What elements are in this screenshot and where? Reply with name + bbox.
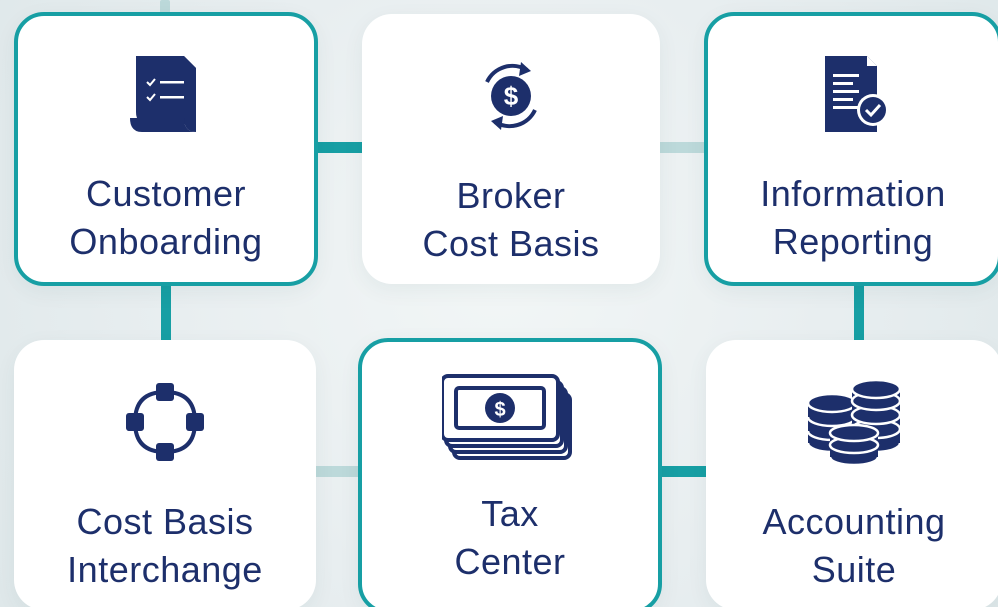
dollar-cycle-icon: $ — [469, 52, 553, 140]
tile-customer-onboarding[interactable]: Customer Onboarding — [14, 12, 318, 286]
tile-tax-center[interactable]: $ Tax Center — [358, 338, 662, 607]
tile-label: Tax Center — [454, 493, 566, 582]
tile-label: Customer Onboarding — [69, 173, 263, 262]
network-nodes-icon — [123, 378, 207, 466]
tile-accounting-suite[interactable]: Accounting Suite — [706, 340, 998, 607]
tile-broker-cost-basis[interactable]: $ Broker Cost Basis — [362, 14, 660, 284]
tile-label: Cost Basis Interchange — [67, 501, 263, 590]
tile-cost-basis-interchange[interactable]: Cost Basis Interchange — [14, 340, 316, 607]
connector-reporting-accounting — [854, 282, 864, 344]
coin-stacks-icon — [804, 378, 904, 467]
connector-broker-reporting — [656, 142, 710, 153]
svg-text:$: $ — [494, 399, 505, 421]
tile-label: Broker Cost Basis — [422, 175, 600, 264]
connector-top-stub — [160, 0, 170, 14]
connector-onboarding-interchange — [161, 282, 171, 344]
connector-onboarding-broker — [312, 142, 368, 153]
tile-label: Accounting Suite — [762, 501, 946, 590]
connector-interchange-tax — [312, 466, 368, 477]
report-check-icon — [811, 50, 895, 138]
tile-label: Information Reporting — [760, 173, 946, 262]
checklist-document-icon — [126, 50, 206, 138]
svg-text:$: $ — [504, 81, 519, 111]
connector-tax-accounting — [656, 466, 710, 477]
cash-stack-icon: $ — [442, 374, 578, 464]
tile-information-reporting[interactable]: Information Reporting — [704, 12, 998, 286]
